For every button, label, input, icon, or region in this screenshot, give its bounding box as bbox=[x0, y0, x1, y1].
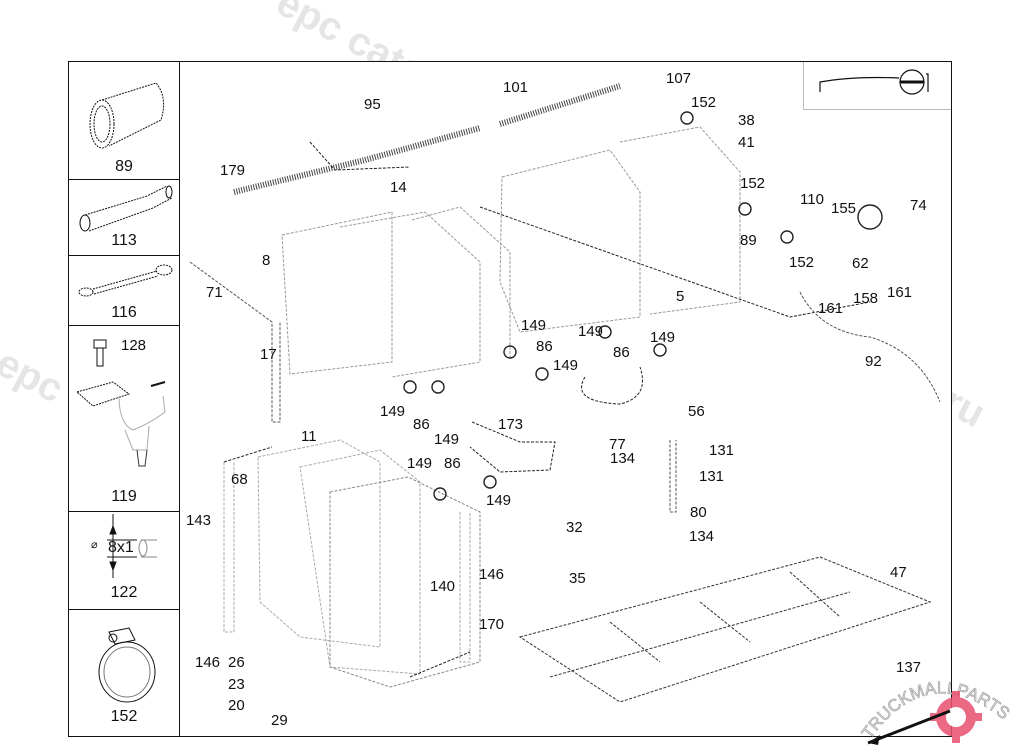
callout-71[interactable]: 71 bbox=[206, 284, 223, 301]
legend-item[interactable]: 128 119 bbox=[69, 326, 179, 512]
callout-68[interactable]: 68 bbox=[231, 471, 248, 488]
callout-143[interactable]: 143 bbox=[186, 512, 212, 529]
callout-149[interactable]: 149 bbox=[650, 329, 676, 346]
callout-131[interactable]: 131 bbox=[709, 442, 735, 459]
callout-89[interactable]: 89 bbox=[740, 232, 757, 249]
callout-158[interactable]: 158 bbox=[853, 290, 879, 307]
callout-152[interactable]: 152 bbox=[740, 175, 766, 192]
callout-107[interactable]: 107 bbox=[666, 70, 692, 87]
vehicle-orientation-icon bbox=[819, 69, 929, 95]
callout-80[interactable]: 80 bbox=[690, 504, 707, 521]
callout-149[interactable]: 149 bbox=[407, 455, 433, 472]
legend-item-number: 89 bbox=[115, 158, 133, 175]
callout-152[interactable]: 152 bbox=[691, 94, 717, 111]
callout-149[interactable]: 149 bbox=[553, 357, 579, 374]
callout-86[interactable]: 86 bbox=[444, 455, 461, 472]
callout-86[interactable]: 86 bbox=[613, 344, 630, 361]
legend-item-number: 122 bbox=[110, 584, 138, 601]
callout-86[interactable]: 86 bbox=[413, 416, 430, 433]
dimension-spec-icon bbox=[107, 514, 157, 578]
legend-sub-label: 128 bbox=[121, 337, 147, 354]
callout-149[interactable]: 149 bbox=[380, 403, 406, 420]
parts-legend-sidebar: 89 113 116 bbox=[69, 62, 180, 736]
callout-5[interactable]: 5 bbox=[676, 288, 685, 305]
callout-152[interactable]: 152 bbox=[789, 254, 815, 271]
orientation-inset bbox=[803, 62, 951, 110]
callout-38[interactable]: 38 bbox=[738, 112, 755, 129]
callout-86[interactable]: 86 bbox=[536, 338, 553, 355]
callout-179[interactable]: 179 bbox=[220, 162, 246, 179]
assembly-line-art bbox=[189, 83, 941, 703]
legend-item[interactable]: 152 bbox=[69, 610, 179, 738]
legend-item-number: 152 bbox=[110, 708, 138, 725]
callout-62[interactable]: 62 bbox=[852, 255, 869, 272]
parts-diagram-frame: 89 113 116 bbox=[68, 61, 952, 737]
callout-95[interactable]: 95 bbox=[364, 96, 381, 113]
legend-item[interactable]: 113 bbox=[69, 180, 179, 256]
legend-item[interactable]: 89 bbox=[69, 62, 179, 180]
diameter-symbol: ⌀ bbox=[91, 539, 98, 551]
filter-housing-icon bbox=[75, 339, 166, 467]
callout-161[interactable]: 161 bbox=[887, 284, 913, 301]
legend-item[interactable]: ⌀ 8x1 122 bbox=[69, 512, 179, 610]
callout-17[interactable]: 17 bbox=[260, 346, 277, 363]
callout-26[interactable]: 26 bbox=[228, 654, 245, 671]
svg-text:TRUCKMALLPARTS: TRUCKMALLPARTS bbox=[860, 678, 1013, 742]
callout-32[interactable]: 32 bbox=[566, 519, 583, 536]
callout-170[interactable]: 170 bbox=[479, 616, 505, 633]
callout-23[interactable]: 23 bbox=[228, 676, 245, 693]
exploded-view: 95 101 107 152 38 41 179 14 152 110 155 … bbox=[180, 62, 951, 736]
callout-149[interactable]: 149 bbox=[521, 317, 547, 334]
callout-146[interactable]: 146 bbox=[479, 566, 505, 583]
legend-item-number: 119 bbox=[111, 488, 137, 505]
legend-item-number: 113 bbox=[111, 232, 137, 249]
hose-sleeve-icon bbox=[89, 82, 165, 149]
callout-140[interactable]: 140 bbox=[430, 578, 456, 595]
callout-35[interactable]: 35 bbox=[569, 570, 586, 587]
callout-149[interactable]: 149 bbox=[434, 431, 460, 448]
callout-77[interactable]: 77 bbox=[609, 436, 626, 453]
dimension-spec: 8x1 bbox=[108, 539, 134, 556]
callout-173[interactable]: 173 bbox=[498, 416, 524, 433]
callout-14[interactable]: 14 bbox=[390, 179, 407, 196]
callout-137[interactable]: 137 bbox=[896, 659, 922, 676]
hose-icon bbox=[79, 185, 173, 232]
callout-11[interactable]: 11 bbox=[301, 428, 317, 445]
callout-47[interactable]: 47 bbox=[890, 564, 907, 581]
logo-text: TRUCKMALLPARTS bbox=[858, 678, 1014, 742]
callout-20[interactable]: 20 bbox=[228, 697, 245, 714]
callout-110[interactable]: 110 bbox=[800, 191, 824, 208]
callout-131[interactable]: 131 bbox=[699, 468, 725, 485]
callout-134[interactable]: 134 bbox=[689, 528, 715, 545]
callout-8[interactable]: 8 bbox=[262, 252, 271, 269]
callout-161[interactable]: 161 bbox=[818, 300, 844, 317]
callout-92[interactable]: 92 bbox=[865, 353, 882, 370]
callout-146[interactable]: 146 bbox=[195, 654, 221, 671]
callout-149[interactable]: 149 bbox=[578, 323, 604, 340]
gear-logo-icon: TRUCKMALLPARTS bbox=[858, 678, 1014, 745]
callout-29[interactable]: 29 bbox=[271, 712, 288, 729]
callout-155[interactable]: 155 bbox=[831, 200, 857, 217]
hose-clamp-icon bbox=[98, 627, 156, 703]
callout-56[interactable]: 56 bbox=[688, 403, 705, 420]
link-rod-icon bbox=[78, 264, 173, 297]
callout-101[interactable]: 101 bbox=[503, 79, 529, 96]
legend-item[interactable]: 116 bbox=[69, 256, 179, 326]
truckmall-parts-logo: TRUCKMALLPARTS bbox=[858, 655, 1024, 750]
callout-134[interactable]: 134 bbox=[610, 450, 636, 467]
callout-41[interactable]: 41 bbox=[738, 134, 755, 151]
legend-item-number: 116 bbox=[111, 304, 137, 321]
callout-74[interactable]: 74 bbox=[910, 197, 927, 214]
callout-149[interactable]: 149 bbox=[486, 492, 512, 509]
